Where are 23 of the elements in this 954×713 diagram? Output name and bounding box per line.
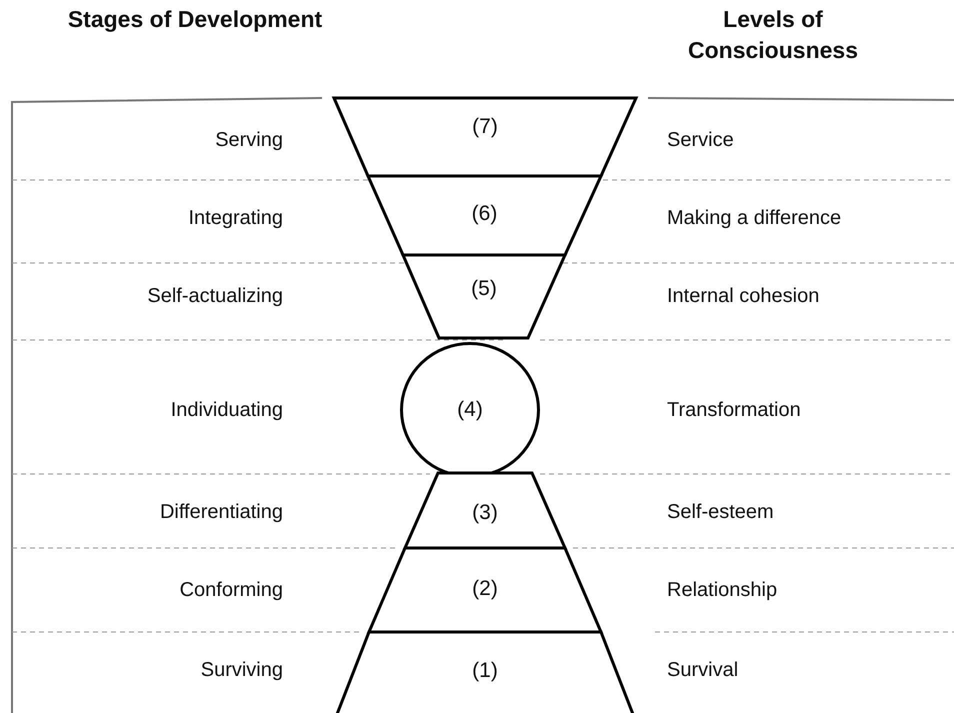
stage-label: Self-actualizing [146, 284, 283, 308]
level-label: Internal cohesion [667, 284, 820, 308]
level-label: Service [667, 128, 734, 152]
level-number: (1) [472, 659, 498, 683]
stage-label: Surviving [200, 658, 283, 682]
column-heading: Stages of Development [66, 5, 324, 34]
level-number: (4) [457, 398, 483, 422]
level-number: (6) [472, 202, 498, 226]
stage-label: Individuating [170, 398, 283, 422]
level-number: (7) [472, 115, 498, 139]
column-heading: Levels of Consciousness [687, 5, 859, 66]
stage-label: Integrating [187, 206, 283, 230]
stage-label: Conforming [178, 578, 283, 602]
stage-label: Differentiating [158, 500, 283, 524]
level-label: Transformation [667, 398, 801, 422]
level-number: (5) [471, 276, 497, 300]
level-number: (3) [472, 500, 498, 524]
level-label: Survival [667, 658, 738, 682]
level-number: (2) [472, 577, 498, 601]
stage-label: Serving [214, 128, 283, 152]
level-label: Self-esteem [667, 500, 774, 524]
level-label: Relationship [667, 578, 778, 602]
level-label: Making a difference [667, 206, 842, 230]
